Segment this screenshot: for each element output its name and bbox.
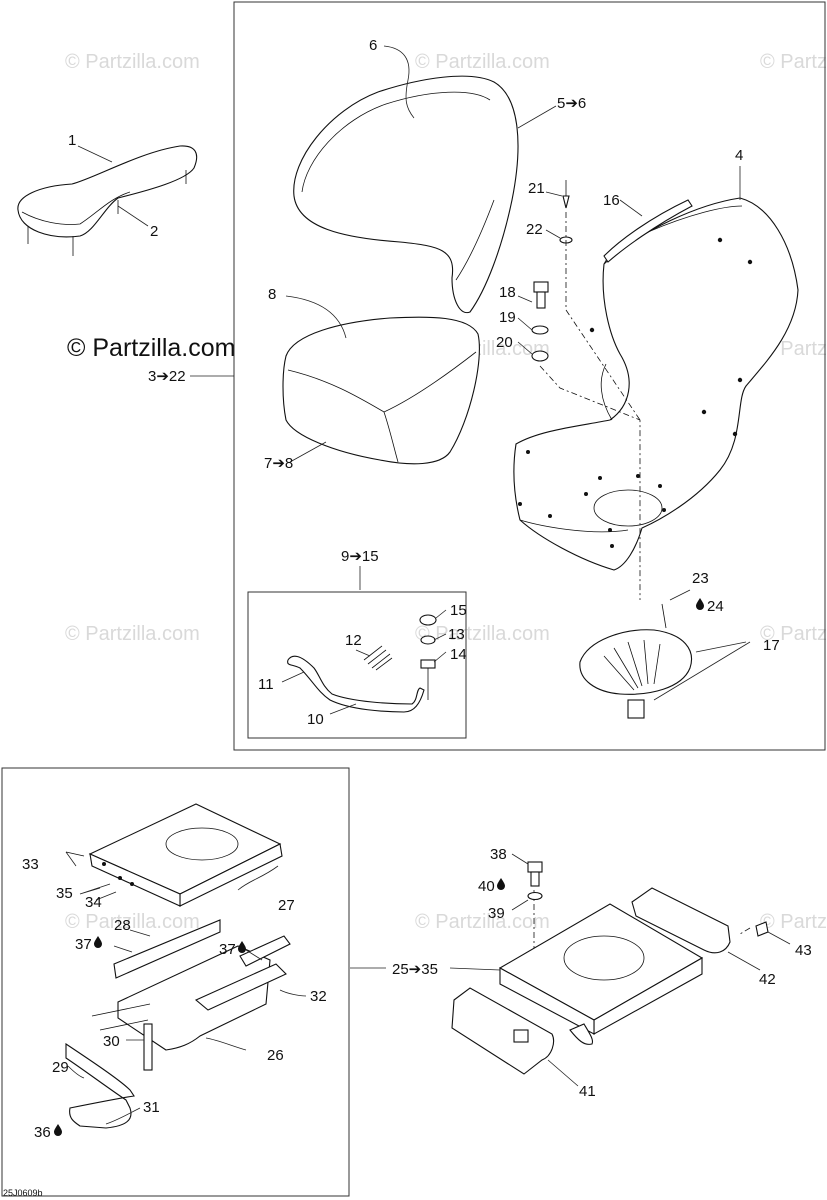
callout-12: 12 [345, 632, 362, 649]
watermark: © Partzilla.com [65, 911, 200, 933]
grab-strap-part [603, 199, 693, 263]
watermark: © Partzilla.com [415, 623, 550, 645]
callout-30: 30 [103, 1033, 120, 1050]
slide-base-part [65, 803, 291, 1129]
lubricant-drop-icon [696, 598, 704, 610]
callout-40: 40 [478, 878, 495, 895]
callout-37: 37 [75, 936, 92, 953]
callout-26: 26 [267, 1047, 284, 1064]
callout-22: 22 [526, 221, 543, 238]
callout-18: 18 [499, 284, 516, 301]
callout-4: 4 [735, 147, 743, 164]
callout-29: 29 [52, 1059, 69, 1076]
lubricant-drop-icon [94, 936, 102, 948]
callout-5-6: 5➔6 [557, 95, 586, 112]
callout-21: 21 [528, 180, 545, 197]
callout-6: 6 [369, 37, 377, 54]
callout-17: 17 [763, 637, 780, 654]
callout-43: 43 [795, 942, 812, 959]
watermark: © Partzilla.com [65, 51, 200, 73]
callout-1: 1 [68, 132, 76, 149]
copyright-label: © Partzilla.com [67, 334, 235, 362]
callout-37: 37 [219, 941, 236, 958]
callout-8: 8 [268, 286, 276, 303]
callout-13: 13 [448, 626, 465, 643]
passenger-seat-part [17, 145, 198, 256]
callout-32: 32 [310, 988, 327, 1005]
swivel-base-part [579, 603, 692, 719]
callout-27: 27 [278, 897, 295, 914]
callout-3-22: 3➔22 [148, 368, 186, 385]
callout-33: 33 [22, 856, 39, 873]
seat-cushion-part [282, 316, 480, 465]
callout-41: 41 [579, 1083, 596, 1100]
callout-38: 38 [490, 846, 507, 863]
watermark: © Partzilla.com [760, 623, 827, 645]
callout-2: 2 [150, 223, 158, 240]
callout-23: 23 [692, 570, 709, 587]
callout-36: 36 [34, 1124, 51, 1141]
callout-11: 11 [258, 676, 274, 693]
callout-7-8: 7➔8 [264, 455, 293, 472]
diagram-code: 25J0609b [3, 1188, 43, 1198]
callout-9-15: 9➔15 [341, 548, 379, 565]
leader-lines [65, 45, 791, 1125]
callout-16: 16 [603, 192, 620, 209]
watermark: © Partzilla.com [760, 51, 827, 73]
callout-19: 19 [499, 309, 516, 326]
callout-labels: 1 2 3➔22 4 5➔6 6 7➔8 8 9➔15 10 11 12 13 … [22, 37, 812, 1141]
latch-kit-part [287, 614, 437, 713]
callout-42: 42 [759, 971, 776, 988]
watermark: © Partzilla.com [760, 911, 827, 933]
lubricant-drop-icon [497, 878, 505, 890]
callout-39: 39 [488, 905, 505, 922]
callout-15: 15 [450, 602, 467, 619]
callout-35: 35 [56, 885, 73, 902]
backrest-part [293, 75, 519, 314]
watermark: © Partzilla.com [415, 51, 550, 73]
watermark: © Partzilla.com [415, 911, 550, 933]
slide-base-frame [1, 767, 350, 1197]
watermark: © Partzilla.com [65, 623, 200, 645]
callout-34: 34 [85, 894, 102, 911]
seat-base-part [451, 861, 769, 1075]
latch-kit-frame [247, 591, 467, 739]
callout-24: 24 [707, 598, 724, 615]
callout-31: 31 [143, 1099, 160, 1116]
lubricant-drop-icon [54, 1124, 62, 1136]
callout-25-35: 25➔35 [392, 961, 438, 978]
callout-20: 20 [496, 334, 513, 351]
callout-28: 28 [114, 917, 131, 934]
lubricant-drop-icon [238, 941, 246, 953]
callout-14: 14 [450, 646, 467, 663]
callout-10: 10 [307, 711, 324, 728]
